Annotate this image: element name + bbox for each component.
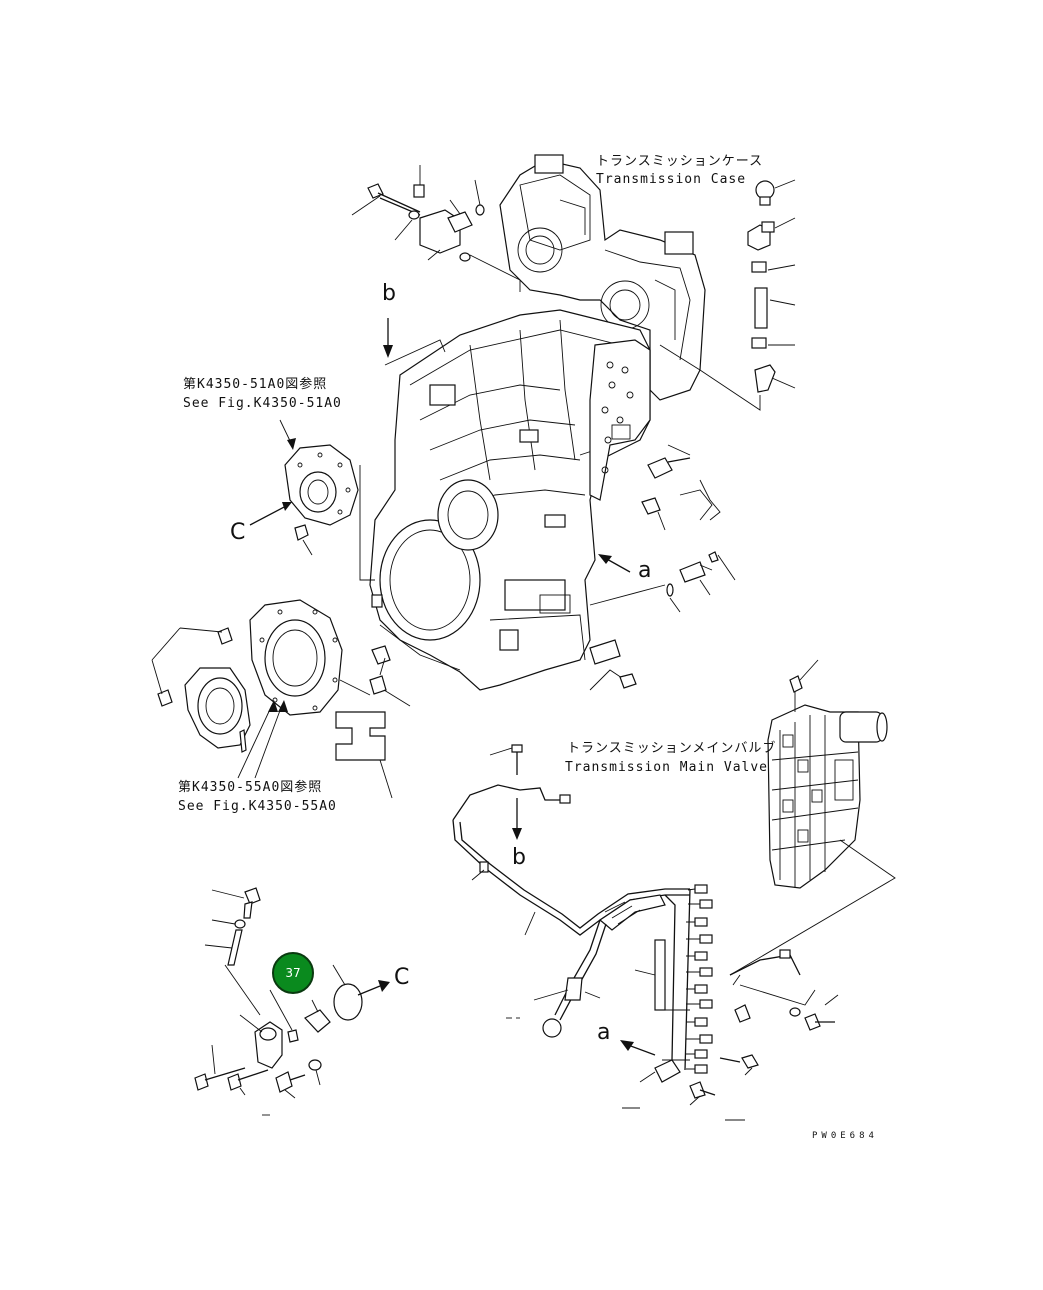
upper-left-fittings (351, 165, 521, 292)
ref-b-lower: b (512, 845, 526, 870)
main-valve-label-en: Transmission Main Valve (565, 760, 769, 775)
see-fig-55-label-en: See Fig.K4350-55A0 (178, 799, 337, 814)
drawing-code: PW0E684 (812, 1131, 878, 1141)
transmission-case-label-jp: トランスミッションケース (596, 154, 764, 169)
ref-c-right: C (394, 965, 410, 990)
ref-b-top-arrow (383, 318, 446, 366)
lower-left-detail (194, 887, 390, 1116)
bearing-housings (151, 599, 411, 799)
wiring-harness (452, 744, 839, 1106)
ref-a-lower: a (597, 1020, 611, 1045)
ref-c-left: C (230, 520, 246, 545)
see-fig-51-label-en: See Fig.K4350-51A0 (183, 396, 342, 411)
right-sensors (659, 179, 796, 411)
part-callout-37[interactable]: 37 (272, 952, 314, 994)
main-valve-label-jp: トランスミッションメインバルブ (567, 741, 777, 756)
ref-b-top: b (382, 281, 396, 306)
main-valve (729, 659, 896, 976)
left-flange (249, 419, 375, 581)
ref-a-top: a (638, 558, 652, 583)
transmission-case-label-en: Transmission Case (596, 172, 747, 187)
index-marks (506, 1017, 745, 1121)
see-fig-55-label-jp: 第K4350-55A0図参照 (178, 780, 323, 795)
transmission-case (369, 154, 706, 691)
right-side-parts (589, 444, 736, 691)
see-fig-51-label-jp: 第K4350-51A0図参照 (183, 377, 328, 392)
